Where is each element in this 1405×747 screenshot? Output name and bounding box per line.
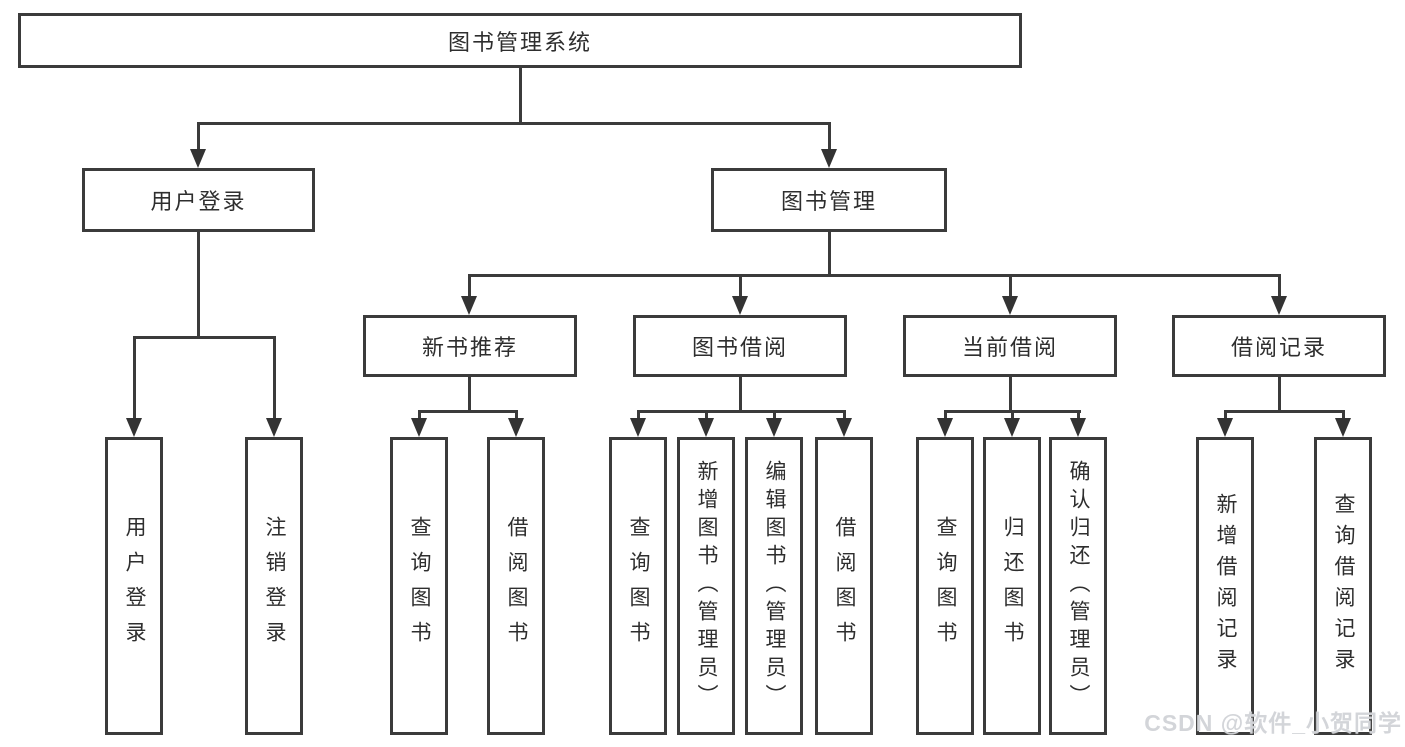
arrow-down-icon	[821, 149, 837, 168]
connector-line	[418, 410, 421, 419]
connector-line	[468, 377, 471, 410]
leaf-query-books-recommend: 查询图书	[390, 437, 448, 735]
connector-line	[739, 377, 742, 410]
arrow-down-icon	[937, 418, 953, 437]
connector-line	[133, 336, 136, 419]
arrow-down-icon	[126, 418, 142, 437]
connector-line	[1342, 410, 1345, 419]
node-library-system: 图书管理系统	[18, 13, 1022, 68]
connector-line	[197, 122, 200, 150]
leaf-return-books: 归还图书	[983, 437, 1041, 735]
connector-line	[468, 274, 471, 297]
arrow-down-icon	[630, 418, 646, 437]
connector-line	[1278, 274, 1281, 297]
leaf-borrow-books-borrowing: 借阅图书	[815, 437, 873, 735]
leaf-query-borrow-record: 查询借阅记录	[1314, 437, 1372, 735]
arrow-down-icon	[1335, 418, 1351, 437]
connector-line	[1077, 410, 1080, 419]
arrow-down-icon	[732, 296, 748, 315]
leaf-edit-books-admin: 编辑图书（管理员）	[745, 437, 803, 735]
arrow-down-icon	[461, 296, 477, 315]
connector-line	[1009, 274, 1012, 297]
node-book-borrowing: 图书借阅	[633, 315, 847, 377]
arrow-down-icon	[1271, 296, 1287, 315]
arrow-down-icon	[1070, 418, 1086, 437]
connector-line	[197, 232, 200, 336]
node-user-login: 用户登录	[82, 168, 315, 232]
node-current-borrowing: 当前借阅	[903, 315, 1117, 377]
arrow-down-icon	[1004, 418, 1020, 437]
arrow-down-icon	[1217, 418, 1233, 437]
connector-line	[515, 410, 518, 419]
connector-line	[1009, 377, 1012, 410]
arrow-down-icon	[698, 418, 714, 437]
connector-line	[418, 410, 518, 413]
connector-line	[519, 68, 522, 122]
connector-line	[739, 274, 742, 297]
node-borrow-records: 借阅记录	[1172, 315, 1386, 377]
connector-line	[1224, 410, 1227, 419]
csdn-watermark: CSDN @软件_小贺同学	[1144, 710, 1402, 736]
leaf-query-books-current: 查询图书	[916, 437, 974, 735]
leaf-logout: 注销登录	[245, 437, 303, 735]
connector-line	[468, 274, 1281, 277]
leaf-query-books-borrowing: 查询图书	[609, 437, 667, 735]
connector-line	[828, 122, 831, 150]
arrow-down-icon	[1002, 296, 1018, 315]
connector-line	[273, 336, 276, 419]
arrow-down-icon	[411, 418, 427, 437]
arrow-down-icon	[766, 418, 782, 437]
connector-line	[705, 410, 708, 419]
leaf-add-books-admin: 新增图书（管理员）	[677, 437, 735, 735]
arrow-down-icon	[508, 418, 524, 437]
arrow-down-icon	[266, 418, 282, 437]
arrow-down-icon	[836, 418, 852, 437]
connector-line	[773, 410, 776, 419]
node-book-management: 图书管理	[711, 168, 947, 232]
leaf-user-login: 用户登录	[105, 437, 163, 735]
connector-line	[1278, 377, 1281, 410]
arrow-down-icon	[190, 149, 206, 168]
connector-line	[843, 410, 846, 419]
connector-line	[133, 336, 275, 339]
connector-line	[828, 232, 831, 274]
leaf-confirm-return-admin: 确认归还（管理员）	[1049, 437, 1107, 735]
connector-line	[944, 410, 947, 419]
leaf-borrow-books-recommend: 借阅图书	[487, 437, 545, 735]
connector-line	[197, 122, 831, 125]
node-new-book-recommend: 新书推荐	[363, 315, 577, 377]
connector-line	[1011, 410, 1014, 419]
connector-line	[1224, 410, 1344, 413]
connector-line	[637, 410, 640, 419]
connector-line	[637, 410, 846, 413]
leaf-add-borrow-record: 新增借阅记录	[1196, 437, 1254, 735]
